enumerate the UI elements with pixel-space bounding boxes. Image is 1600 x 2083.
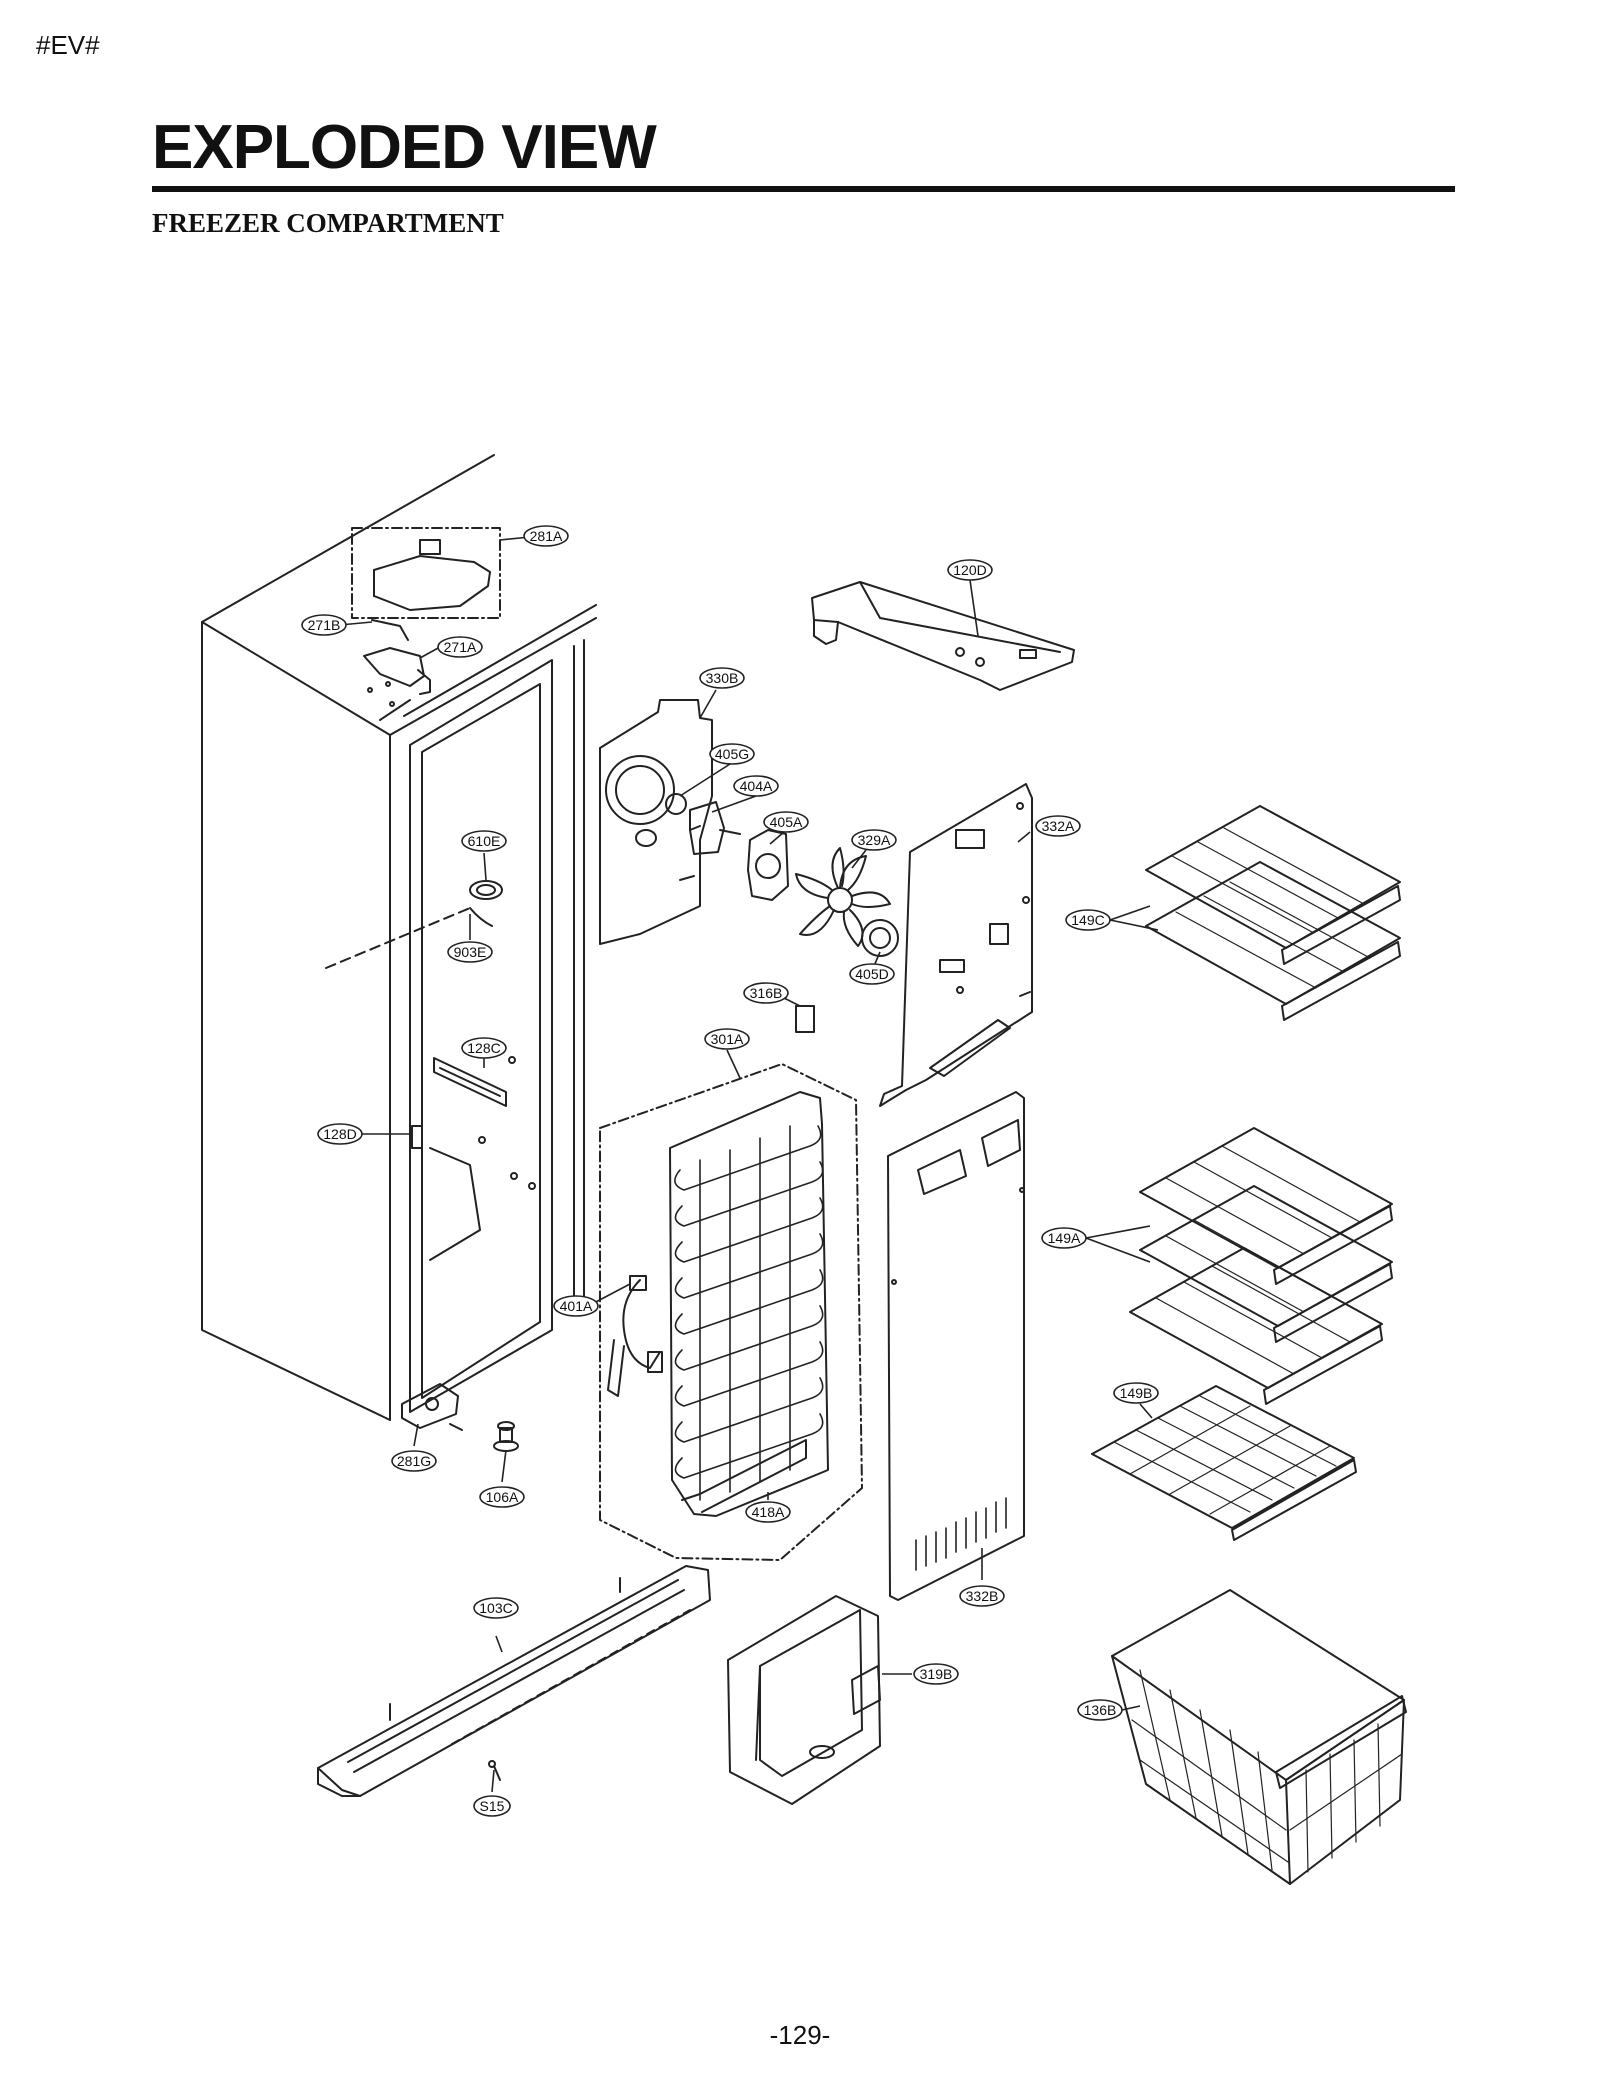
- label-404A: 404A: [740, 778, 773, 794]
- document-tag: #EV#: [36, 30, 100, 60]
- label-149C: 149C: [1071, 912, 1104, 928]
- callout-271B: [301, 614, 347, 636]
- page-title: EXPLODED VIEW: [152, 113, 657, 182]
- callout-405G: [709, 743, 755, 765]
- part-401A-heater: [607, 1275, 663, 1397]
- callout-405A: [763, 811, 809, 833]
- label-401A: 401A: [560, 1298, 593, 1314]
- label-106A: 106A: [486, 1489, 519, 1505]
- freezer-cabinet: [201, 454, 597, 1421]
- label-316B: 316B: [750, 985, 783, 1001]
- label-405D: 405D: [855, 966, 888, 982]
- callout-610E: [461, 830, 507, 852]
- part-149A-shelves: [1129, 1127, 1393, 1405]
- callout-319B: [913, 1663, 959, 1685]
- part-120D-cover: [811, 581, 1075, 691]
- part-281G-bracket: [401, 1383, 463, 1431]
- label-128D: 128D: [323, 1126, 356, 1142]
- part-405A-bracket: [747, 829, 789, 901]
- part-316B-sensor: [795, 1005, 815, 1033]
- label-120D: 120D: [953, 562, 986, 578]
- part-128C-rail: [433, 1057, 507, 1107]
- part-301A-evaporator: [599, 1063, 863, 1561]
- label-103C: 103C: [479, 1600, 512, 1616]
- callout-149C: [1065, 909, 1111, 931]
- callout-401A: [553, 1295, 599, 1317]
- part-319B-drain-pan: [727, 1595, 881, 1805]
- callout-332A: [1035, 815, 1081, 837]
- callout-301A: [704, 1028, 750, 1050]
- callout-149B: [1113, 1382, 1159, 1404]
- label-610E: 610E: [468, 833, 501, 849]
- callout-S15: [473, 1795, 511, 1817]
- part-149B-wire-shelf: [1091, 1385, 1357, 1541]
- part-329A-fan: [795, 847, 891, 947]
- part-330B-housing: [599, 699, 713, 945]
- label-332A: 332A: [1042, 818, 1075, 834]
- part-149C-shelves: [1145, 805, 1401, 1021]
- label-329A: 329A: [858, 832, 891, 848]
- label-319B: 319B: [920, 1666, 953, 1682]
- label-281A: 281A: [530, 528, 563, 544]
- label-271B: 271B: [308, 617, 341, 633]
- label-271A: 271A: [444, 639, 477, 655]
- part-332B-cover: [887, 1091, 1025, 1601]
- label-418A: 418A: [752, 1504, 785, 1520]
- callout-404A: [733, 775, 779, 797]
- part-332A-panel: [879, 783, 1033, 1107]
- part-128D-bracket: [411, 1125, 423, 1149]
- part-S15-screw: [488, 1760, 501, 1781]
- callout-128C: [461, 1037, 507, 1059]
- callout-329A: [851, 829, 897, 851]
- callout-106A: [479, 1486, 525, 1508]
- label-149B: 149B: [1120, 1385, 1153, 1401]
- callout-128D: [317, 1123, 363, 1145]
- label-S15: S15: [480, 1798, 505, 1814]
- title-rule: [152, 186, 1455, 192]
- part-418A-frame: [681, 1439, 807, 1513]
- page-number: -129-: [769, 2020, 831, 2050]
- part-136B-basket: [1111, 1589, 1407, 1885]
- part-405D-gear: [861, 919, 899, 957]
- callout-120D: [947, 559, 993, 581]
- callout-281G: [391, 1450, 437, 1472]
- label-281G: 281G: [397, 1453, 431, 1469]
- part-404A-motor: [665, 793, 741, 855]
- label-128C: 128C: [467, 1040, 500, 1056]
- callout-405D: [849, 963, 895, 985]
- callout-103C: [473, 1597, 519, 1619]
- callout-316B: [743, 982, 789, 1004]
- label-136B: 136B: [1084, 1702, 1117, 1718]
- label-903E: 903E: [454, 944, 487, 960]
- callout-149A: [1041, 1227, 1087, 1249]
- callout-418A: [745, 1501, 791, 1523]
- callout-281A: [523, 525, 569, 547]
- part-103C-base: [317, 1565, 711, 1797]
- page-subtitle: FREEZER COMPARTMENT: [152, 208, 504, 238]
- label-149A: 149A: [1048, 1230, 1081, 1246]
- callout-330B: [699, 667, 745, 689]
- part-610E-ring: [469, 880, 503, 927]
- part-281A-group: [351, 527, 501, 695]
- callout-903E: [447, 941, 493, 963]
- callout-271A: [437, 636, 483, 658]
- label-332B: 332B: [966, 1588, 999, 1604]
- callout-332B: [959, 1585, 1005, 1607]
- label-330B: 330B: [706, 670, 739, 686]
- part-106A-leveler: [493, 1421, 519, 1452]
- label-301A: 301A: [711, 1031, 744, 1047]
- label-405G: 405G: [715, 746, 749, 762]
- label-405A: 405A: [770, 814, 803, 830]
- callout-136B: [1077, 1699, 1123, 1721]
